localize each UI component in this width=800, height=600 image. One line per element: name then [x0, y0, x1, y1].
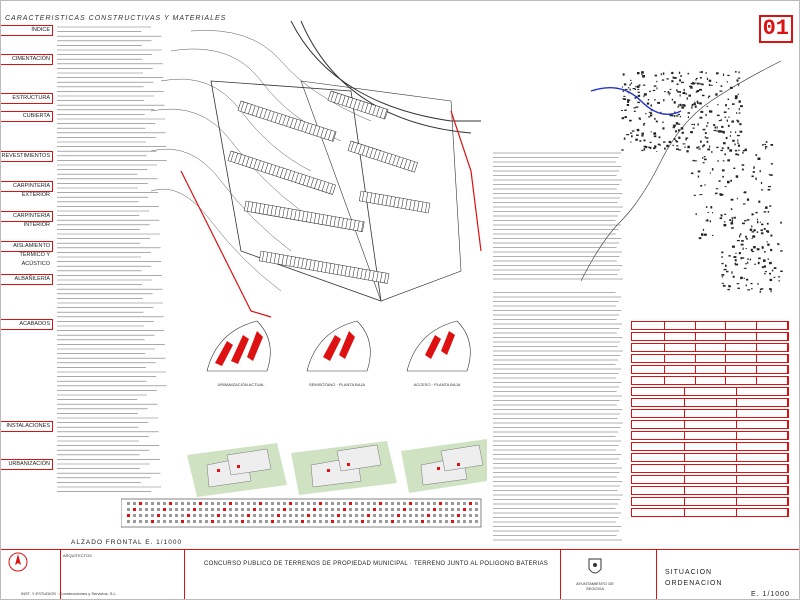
material-label: CARPINTERÍA EXTERIOR	[1, 181, 53, 198]
project-description	[493, 152, 623, 541]
municipality: AYUNTAMIENTO DE SEGOVIA	[576, 581, 614, 591]
table-row	[631, 486, 789, 495]
elevation-caption: ALZADO FRONTAL E. 1/1000	[71, 539, 183, 546]
table-row	[631, 365, 789, 374]
title-block	[1, 549, 799, 599]
material-label: REVESTIMIENTOS	[1, 151, 53, 162]
sheet-number: 01	[759, 15, 793, 43]
table-row	[631, 431, 789, 440]
perspective-renders	[187, 439, 487, 497]
authors: ARQUITECTOS	[63, 553, 92, 558]
sheet-header: CARACTERISTICAS CONSTRUCTIVAS Y MATERIAL…	[5, 15, 227, 22]
table-row	[631, 321, 789, 330]
front-elevation	[121, 498, 482, 528]
north-arrow-icon	[8, 552, 28, 572]
table-row	[631, 442, 789, 451]
municipal-seal-icon	[588, 558, 602, 574]
location-map	[580, 60, 783, 293]
company: INST. Y ESTUDIOS · Construcciones y Serv…	[21, 591, 117, 596]
table-row	[631, 332, 789, 341]
material-label: URBANIZACIÓN	[1, 459, 53, 470]
situation-label: SITUACION	[665, 569, 713, 576]
plan-caption-c: ACCESO · PLANTA BAJA	[413, 382, 461, 387]
material-label: CUBIERTA	[1, 111, 53, 122]
table-row	[631, 387, 789, 396]
table-row	[631, 475, 789, 484]
construction-notes	[57, 26, 167, 492]
table-row	[631, 420, 789, 429]
material-label: INSTALACIONES	[1, 421, 53, 432]
table-row	[631, 464, 789, 473]
table-row	[631, 409, 789, 418]
material-label: CARPINTERÍA INTERIOR	[1, 211, 53, 228]
title-block-cell	[185, 550, 561, 599]
site-plan	[151, 21, 482, 318]
table-row	[631, 354, 789, 363]
material-label: CIMENTACIÓN	[1, 54, 53, 65]
data-table	[631, 321, 789, 519]
plan-caption-a: URBANIZACIÓN ACTUAL	[217, 382, 265, 387]
material-label: ACABADOS	[1, 319, 53, 330]
floorplan-diagrams	[206, 320, 471, 372]
table-row	[631, 497, 789, 506]
material-label: AISLAMIENTO TÉRMICO Y ACÚSTICO	[1, 241, 53, 267]
table-row	[631, 343, 789, 352]
title-block-cell	[1, 550, 61, 599]
title-block-cell	[561, 550, 657, 599]
table-row	[631, 376, 789, 385]
scale-label: E. 1/1000	[751, 591, 790, 598]
project-title: CONCURSO PUBLICO DE TERRENOS DE PROPIEDA…	[203, 561, 549, 567]
material-label: ESTRUCTURA	[1, 93, 53, 104]
table-row	[631, 453, 789, 462]
ordering-label: ORDENACION	[665, 580, 723, 587]
material-label: ÍNDICE	[1, 25, 53, 36]
title-block-cell	[61, 550, 185, 599]
table-row	[631, 398, 789, 407]
plan-caption-b: SEMISÓTANO · PLANTA BAJA	[308, 382, 366, 387]
table-row	[631, 508, 789, 517]
material-label: ALBAÑILERÍA	[1, 274, 53, 285]
